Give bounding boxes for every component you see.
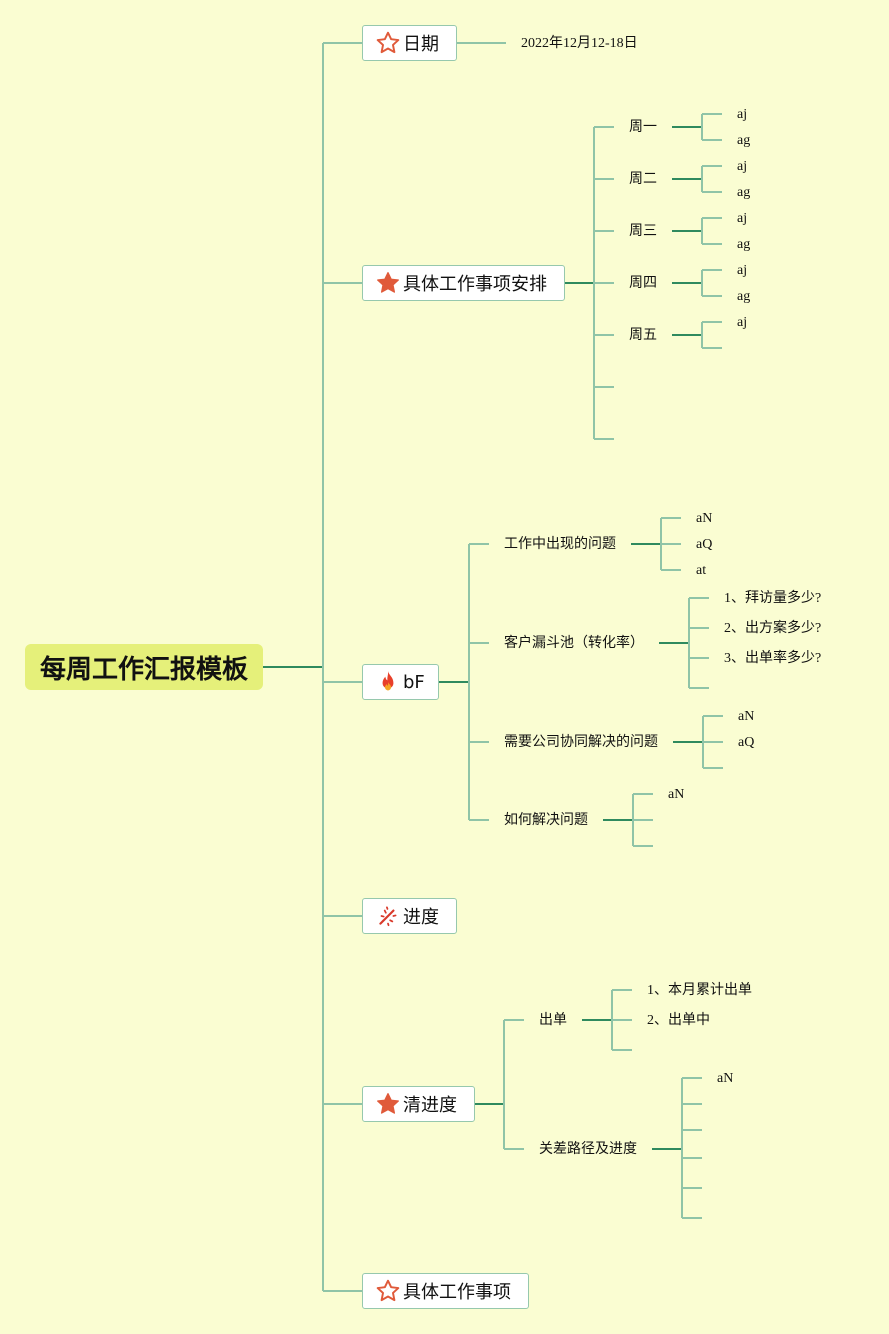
orders-item-2[interactable]: 2、出单中: [647, 1013, 710, 1028]
topic-orders[interactable]: 出单: [539, 1013, 567, 1028]
star-filled-icon: [375, 1091, 401, 1117]
star-outline-icon: [375, 1278, 401, 1304]
branch-bf[interactable]: bF: [362, 664, 439, 700]
branch-clear-progress[interactable]: 清进度: [362, 1086, 475, 1122]
funnel-item-3[interactable]: 3、出单率多少?: [724, 651, 822, 666]
orders-item-1[interactable]: 1、本月累计出单: [647, 983, 752, 998]
tuesday-item-2[interactable]: ag: [737, 185, 751, 200]
tuesday-item-1[interactable]: aj: [737, 159, 748, 174]
branch-bf-label: bF: [403, 671, 425, 693]
branch-progress-label: 进度: [403, 907, 439, 928]
day-monday[interactable]: 周一: [629, 120, 657, 135]
sparkle-icon: [375, 903, 401, 929]
topic-company-help[interactable]: 需要公司协同解决的问题: [504, 735, 658, 750]
work-problems-item-3[interactable]: at: [696, 563, 707, 578]
work-problems-item-2[interactable]: aQ: [696, 537, 713, 552]
company-help-item-2[interactable]: aQ: [738, 735, 755, 750]
branch-clear-progress-label: 清进度: [403, 1095, 457, 1116]
branch-schedule[interactable]: 具体工作事项安排: [362, 265, 565, 301]
branch-schedule-label: 具体工作事项安排: [403, 274, 547, 295]
branch-date-label: 日期: [403, 34, 439, 55]
day-wednesday[interactable]: 周三: [629, 224, 657, 239]
branch-tasks[interactable]: 具体工作事项: [362, 1273, 529, 1309]
thursday-item-1[interactable]: aj: [737, 263, 748, 278]
thursday-item-2[interactable]: ag: [737, 289, 751, 304]
topic-how-to-solve[interactable]: 如何解决问题: [504, 813, 588, 828]
root-topic[interactable]: 每周工作汇报模板: [25, 644, 263, 690]
company-help-item-1[interactable]: aN: [738, 709, 755, 724]
day-tuesday[interactable]: 周二: [629, 172, 657, 187]
monday-item-2[interactable]: ag: [737, 133, 751, 148]
branch-progress[interactable]: 进度: [362, 898, 457, 934]
topic-work-problems[interactable]: 工作中出现的问题: [504, 537, 616, 552]
funnel-item-1[interactable]: 1、拜访量多少?: [724, 591, 822, 606]
funnel-item-2[interactable]: 2、出方案多少?: [724, 621, 822, 636]
topic-customer-funnel[interactable]: 客户漏斗池（转化率）: [504, 636, 644, 651]
day-friday[interactable]: 周五: [629, 328, 657, 343]
monday-item-1[interactable]: aj: [737, 107, 748, 122]
day-thursday[interactable]: 周四: [629, 276, 657, 291]
friday-item-1[interactable]: aj: [737, 315, 748, 330]
fire-icon: [375, 669, 401, 695]
how-to-solve-item-1[interactable]: aN: [668, 787, 685, 802]
star-outline-icon: [375, 30, 401, 56]
branch-tasks-label: 具体工作事项: [403, 1282, 511, 1303]
star-filled-icon: [375, 270, 401, 296]
wednesday-item-2[interactable]: ag: [737, 237, 751, 252]
wednesday-item-1[interactable]: aj: [737, 211, 748, 226]
topic-gap-path[interactable]: 关差路径及进度: [539, 1142, 637, 1157]
date-value[interactable]: 2022年12月12-18日: [521, 36, 638, 51]
branch-date[interactable]: 日期: [362, 25, 457, 61]
gap-path-item-1[interactable]: aN: [717, 1071, 734, 1086]
work-problems-item-1[interactable]: aN: [696, 511, 713, 526]
